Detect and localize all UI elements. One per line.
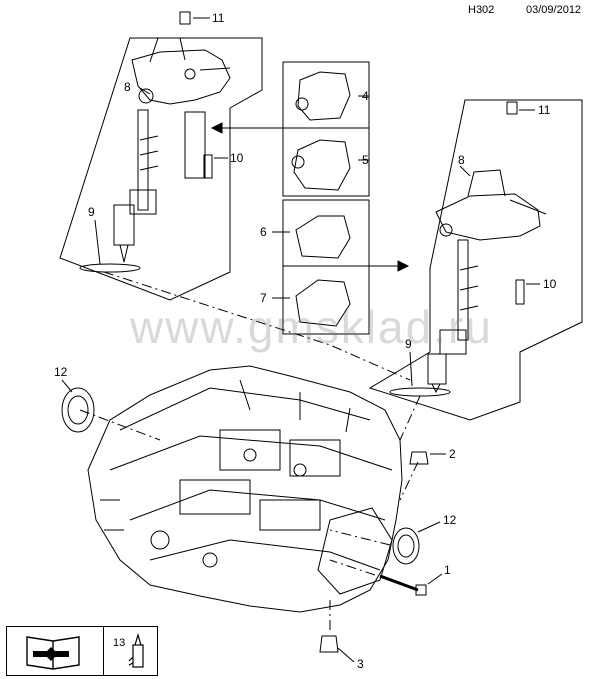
transmission-housing [87, 365, 403, 613]
right-plug-11 [506, 101, 518, 115]
manual-book-wrench-icon [26, 636, 80, 670]
right-shift-panel [368, 99, 583, 421]
callout-5: 5 [362, 153, 369, 167]
seal-12-left [61, 387, 95, 433]
callout-10-left: 10 [230, 151, 244, 165]
callout-9-right: 9 [405, 337, 412, 351]
diagram-date: 03/09/2012 [526, 4, 582, 16]
callout-9-left: 9 [88, 205, 95, 219]
watermark: www.gmsklad.ru [130, 301, 493, 353]
option-box-4-5 [282, 61, 370, 197]
right-bolt-10 [515, 279, 525, 305]
callout-6: 6 [260, 225, 267, 239]
callout-12-left: 12 [54, 365, 68, 379]
legend-box: 13 [6, 626, 158, 676]
callout-12-right: 12 [443, 513, 457, 527]
callout-10-right: 10 [543, 277, 557, 291]
callout-8-left: 8 [124, 80, 131, 94]
callout-11-right: 11 [538, 103, 551, 117]
install-guide-left [103, 271, 411, 381]
plug-3 [319, 635, 339, 653]
left-seal-ring [79, 263, 141, 273]
callout-8-right: 8 [458, 153, 465, 167]
right-seal-ring [389, 387, 451, 397]
option-parts [291, 71, 351, 327]
sealant-tube-icon [128, 632, 144, 668]
left-plug-11 [179, 11, 191, 25]
callout-7: 7 [260, 291, 267, 305]
left-bolt-10 [203, 154, 213, 179]
legend-ref-13: 13 [113, 637, 126, 649]
legend-divider [103, 627, 104, 675]
left-shift-shaft [113, 37, 231, 263]
right-shift-shaft [427, 169, 547, 394]
install-guide-right [399, 395, 421, 441]
seal-12-right [392, 527, 420, 565]
diagram-code: H302 [468, 4, 495, 16]
callout-2: 2 [449, 447, 456, 461]
callout-1: 1 [444, 563, 451, 577]
left-shift-panel [59, 37, 263, 301]
option-box-6-7 [282, 199, 370, 335]
callout-11-left: 11 [212, 11, 225, 25]
callout-3: 3 [357, 657, 364, 671]
callout-4: 4 [362, 89, 369, 103]
plug-2 [409, 451, 429, 465]
bolt-1 [379, 574, 419, 592]
